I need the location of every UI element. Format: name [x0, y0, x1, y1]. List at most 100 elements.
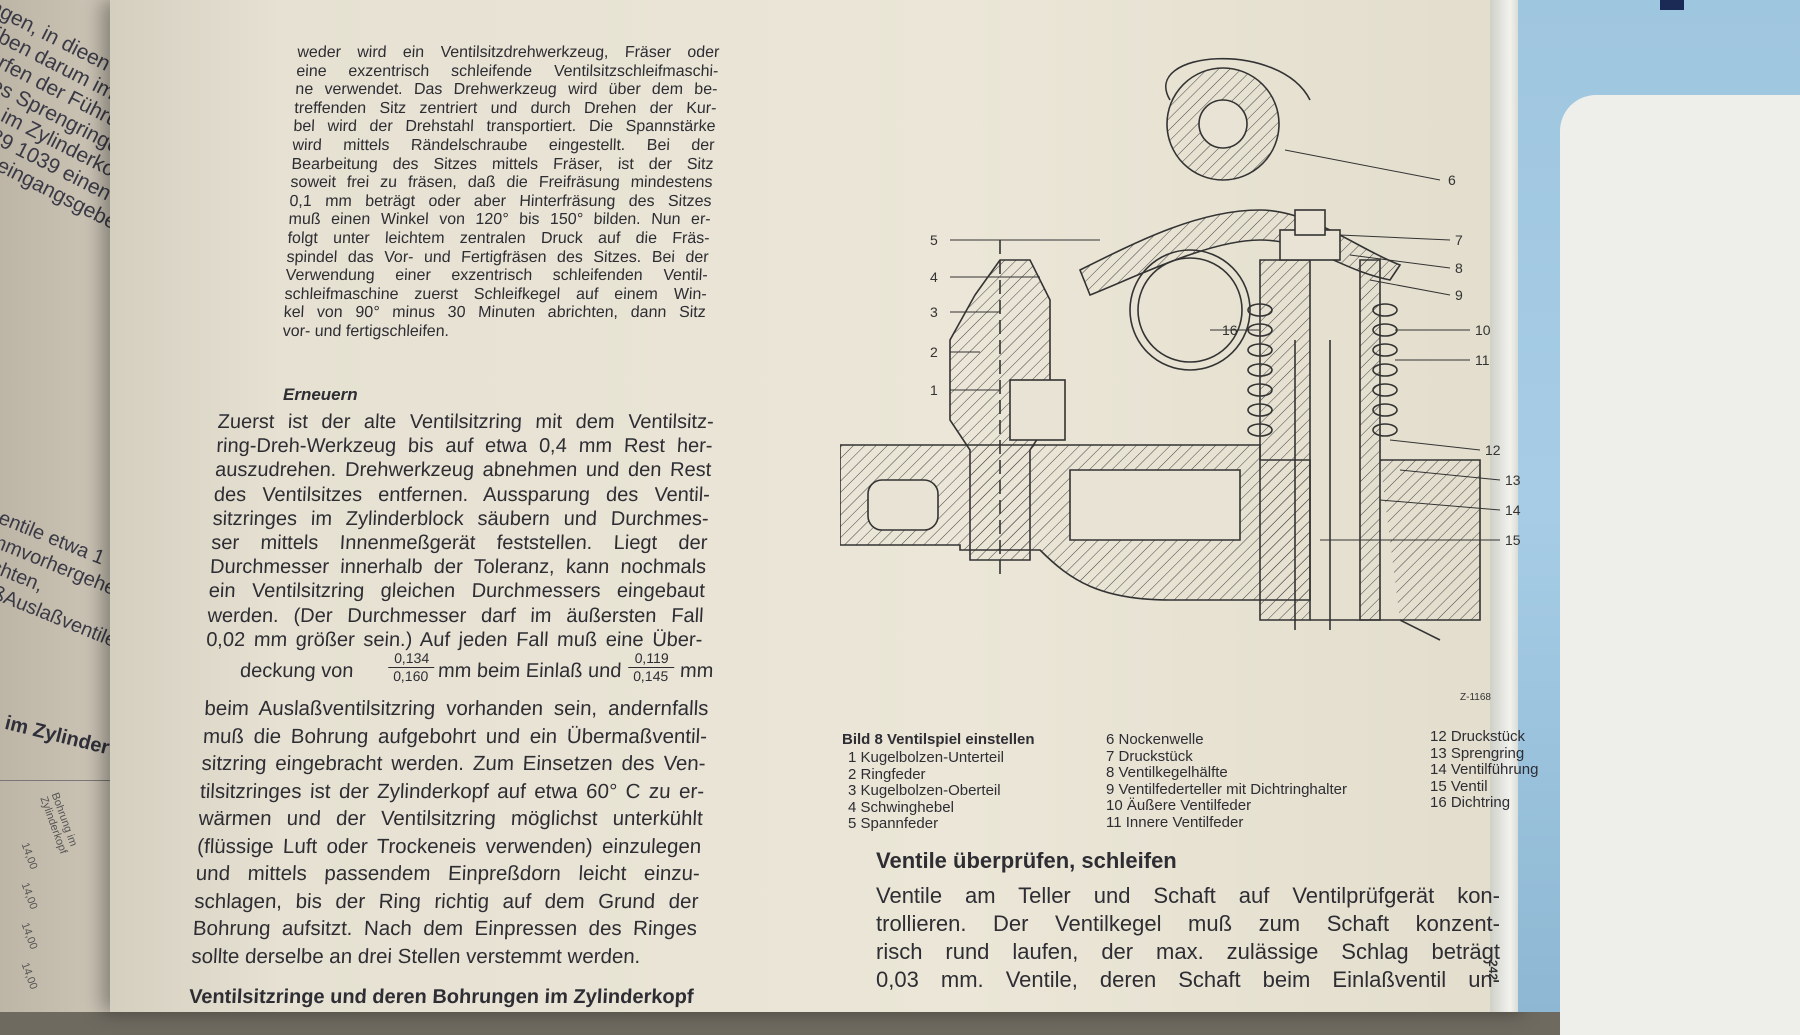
text-line: folgt unter leichtem zentralen Druck auf…	[287, 229, 711, 247]
legend-item: 8 Ventilkegelhälfte	[1106, 764, 1228, 782]
text-line: muß einen Winkel von 120° bis 150° bilde…	[288, 211, 712, 229]
figure-caption: Bild 8 Ventilspiel einstellen	[842, 731, 1035, 749]
text-line: ne verwendet. Das Drehwerkzeug wird über…	[294, 81, 718, 99]
legend-item: 7 Druckstück	[1106, 747, 1193, 765]
section-heading-ventile: Ventile überprüfen, schleifen	[876, 848, 1177, 873]
callout-5: 5	[930, 232, 938, 248]
section-heading-erneuern: Erneuern	[283, 385, 358, 404]
legend-item: 6 Nockenwelle	[1106, 731, 1204, 748]
callout-11: 11	[1475, 352, 1490, 368]
table-fragment: Bohrung im Zylinderkopf	[37, 791, 80, 856]
text-line: weder wird ein Ventilsitzdrehwerkzeug, F…	[296, 44, 720, 61]
tolerance-formula: deckung von 0,134 0,160 mm beim Einlaß u…	[239, 650, 821, 694]
blue-book-inner-panel	[1560, 95, 1800, 1035]
column1-paragraph3: beim Auslaßventilsitzring vorhanden sein…	[191, 695, 709, 970]
callout-16: 16	[1222, 322, 1238, 338]
legend-item: 3 Kugelbolzen-Oberteil	[848, 782, 1001, 800]
legend-item: 5 Spannfeder	[848, 815, 939, 833]
figure-code: Z-1168	[1460, 692, 1491, 703]
column1-paragraph1: weder wird ein Ventilsitzdrehwerkzeug, F…	[282, 44, 720, 342]
text-line: sitzringes im Zylinderblock säubern und …	[212, 507, 710, 530]
callout-12: 12	[1485, 442, 1501, 458]
valve-train-diagram: 1 2 3 4 5 6 7 8 9 10 11 12 13 14 15 16 Z…	[840, 57, 1521, 703]
text-line: wird mittels Rändelschraube eingestellt.…	[292, 136, 715, 154]
text-line: Bohrung aufsitzt. Nach dem Einpressen de…	[192, 917, 698, 940]
table-fragment: 14,00	[18, 841, 40, 871]
column2-paragraph: Ventile am Teller und Schaft auf Ventilp…	[876, 882, 1500, 994]
callout-8: 8	[1455, 260, 1463, 276]
text-line: tilsitzringes ist der Zylinderkopf auf e…	[199, 779, 705, 803]
text-line: 0,03 mm. Ventile, deren Schaft beim Einl…	[876, 967, 1500, 992]
text-line: (flüssige Luft oder Trockeneis verwenden…	[196, 834, 702, 858]
text-line: Verwendung einer exzentrisch schleifende…	[285, 267, 709, 285]
formula-text2: mm beim Einlaß und	[437, 660, 623, 682]
text-line: 0,02 mm größer sein.) Auf jeden Fall muß…	[205, 628, 703, 651]
callout-6: 6	[1448, 172, 1456, 188]
callout-3: 3	[930, 304, 938, 320]
column1-paragraph2: Zuerst ist der alte Ventilsitzring mit d…	[206, 410, 715, 652]
rocker-arm	[1078, 209, 1402, 297]
formula-text3: mm	[679, 660, 714, 682]
callout-1: 1	[930, 382, 938, 398]
legend-item: 4 Schwinghebel	[848, 798, 954, 816]
legend-item: 15 Ventil	[1430, 777, 1488, 795]
callout-4: 4	[930, 269, 938, 285]
formula-text1: deckung von	[239, 660, 355, 682]
text-line: ring-Dreh-Werkzeug bis auf etwa 0,4 mm R…	[215, 435, 714, 458]
callout-15: 15	[1505, 532, 1521, 548]
callout-2: 2	[930, 344, 938, 360]
text-line: und mittels passendem Einpreßdorn leicht…	[195, 862, 701, 885]
callout-13: 13	[1505, 472, 1521, 488]
legend-item: 12 Druckstück	[1430, 728, 1526, 745]
legend-item: 16 Dichtring	[1430, 794, 1511, 812]
text-line: soweit frei zu fräsen, daß die Freifräsu…	[290, 174, 713, 192]
table-fragment: 14,00	[18, 961, 40, 991]
text-line: ser mittels Innenmeßgerät feststellen. L…	[210, 532, 708, 555]
text-line: Zuerst ist der alte Ventilsitzring mit d…	[217, 411, 715, 433]
left-page-subheading: im Zylinder	[2, 712, 112, 760]
text-line: sitzring eingebracht werden. Zum Einsetz…	[201, 752, 707, 775]
text-line: kel von 90° minus 30 Minuten abrichten, …	[283, 304, 707, 322]
legend-item: 9 Ventilfederteller mit Dichtringhalter	[1106, 780, 1347, 798]
text-line: bel wird der Drehstahl transportiert. Di…	[293, 118, 716, 136]
caption-title: Bild 8 Ventilspiel einstellen	[842, 731, 1035, 748]
legend-item: 10 Äußere Ventilfeder	[1106, 797, 1252, 815]
text-line: 0,1 mm beträgt oder aber Hinterfräsung d…	[289, 192, 712, 210]
text-line: treffenden Sitz zentriert und durch Dreh…	[293, 99, 717, 117]
text-line: muß die Bohrung aufgebohrt und ein Überm…	[202, 724, 708, 748]
text-line: Bearbeitung des Sitzes mittels Fräser, i…	[291, 155, 714, 173]
text-line: werden. (Der Durchmesser darf im äußerst…	[206, 604, 705, 627]
text-line: trollieren. Der Ventilkegel muß zum Scha…	[876, 911, 1500, 936]
legend-item: 2 Ringfeder	[848, 765, 926, 783]
text-line: risch rund laufen, der max. zulässige Sc…	[876, 939, 1500, 964]
table-fragment: 14,00	[18, 921, 40, 951]
text-line: Durchmesser innerhalb der Toleranz, kann…	[209, 556, 707, 579]
table-fragment: 14,00	[18, 881, 40, 911]
formula-fraction-exhaust: 0,119 0,145	[627, 650, 676, 684]
formula-fraction-intake: 0,134 0,160	[387, 650, 436, 684]
text-line: vor- und fertigschleifen.	[282, 322, 450, 340]
text-line: spindel das Vor- und Fertigfräsen des Si…	[286, 248, 710, 266]
text-line: des Ventilsitzes entfernen. Aussparung d…	[213, 483, 711, 506]
text-line: sollte derselbe an drei Stellen verstemm…	[190, 944, 642, 968]
callout-9: 9	[1455, 287, 1463, 303]
text-line: beim Auslaßventilsitzring vorhanden sein…	[203, 697, 710, 720]
section-heading-ventilsitzringe: Ventilsitzringe und deren Bohrungen im Z…	[188, 986, 695, 1008]
text-line: Ventile am Teller und Schaft auf Ventilp…	[876, 883, 1500, 908]
text-line: wärmen und der Ventilsitzring möglichst …	[198, 807, 704, 830]
dark-label-mark	[1660, 0, 1684, 10]
spring-ring	[1129, 249, 1251, 371]
text-line: eine exzentrisch schleifende Ventilsitzs…	[295, 62, 719, 80]
text-line: ein Ventilsitzring gleichen Durchmessers…	[208, 580, 706, 603]
callout-10: 10	[1475, 322, 1491, 338]
legend-item: 14 Ventilführung	[1430, 761, 1539, 779]
text-line: schleifmaschine zuerst Schleifkegel auf …	[284, 285, 708, 303]
callout-14: 14	[1505, 502, 1521, 518]
legend-item: 1 Kugelbolzen-Unterteil	[848, 749, 1004, 766]
text-line: schlagen, bis der Ring richtig auf dem G…	[193, 889, 700, 913]
legend-item: 11 Innere Ventilfeder	[1106, 813, 1244, 831]
